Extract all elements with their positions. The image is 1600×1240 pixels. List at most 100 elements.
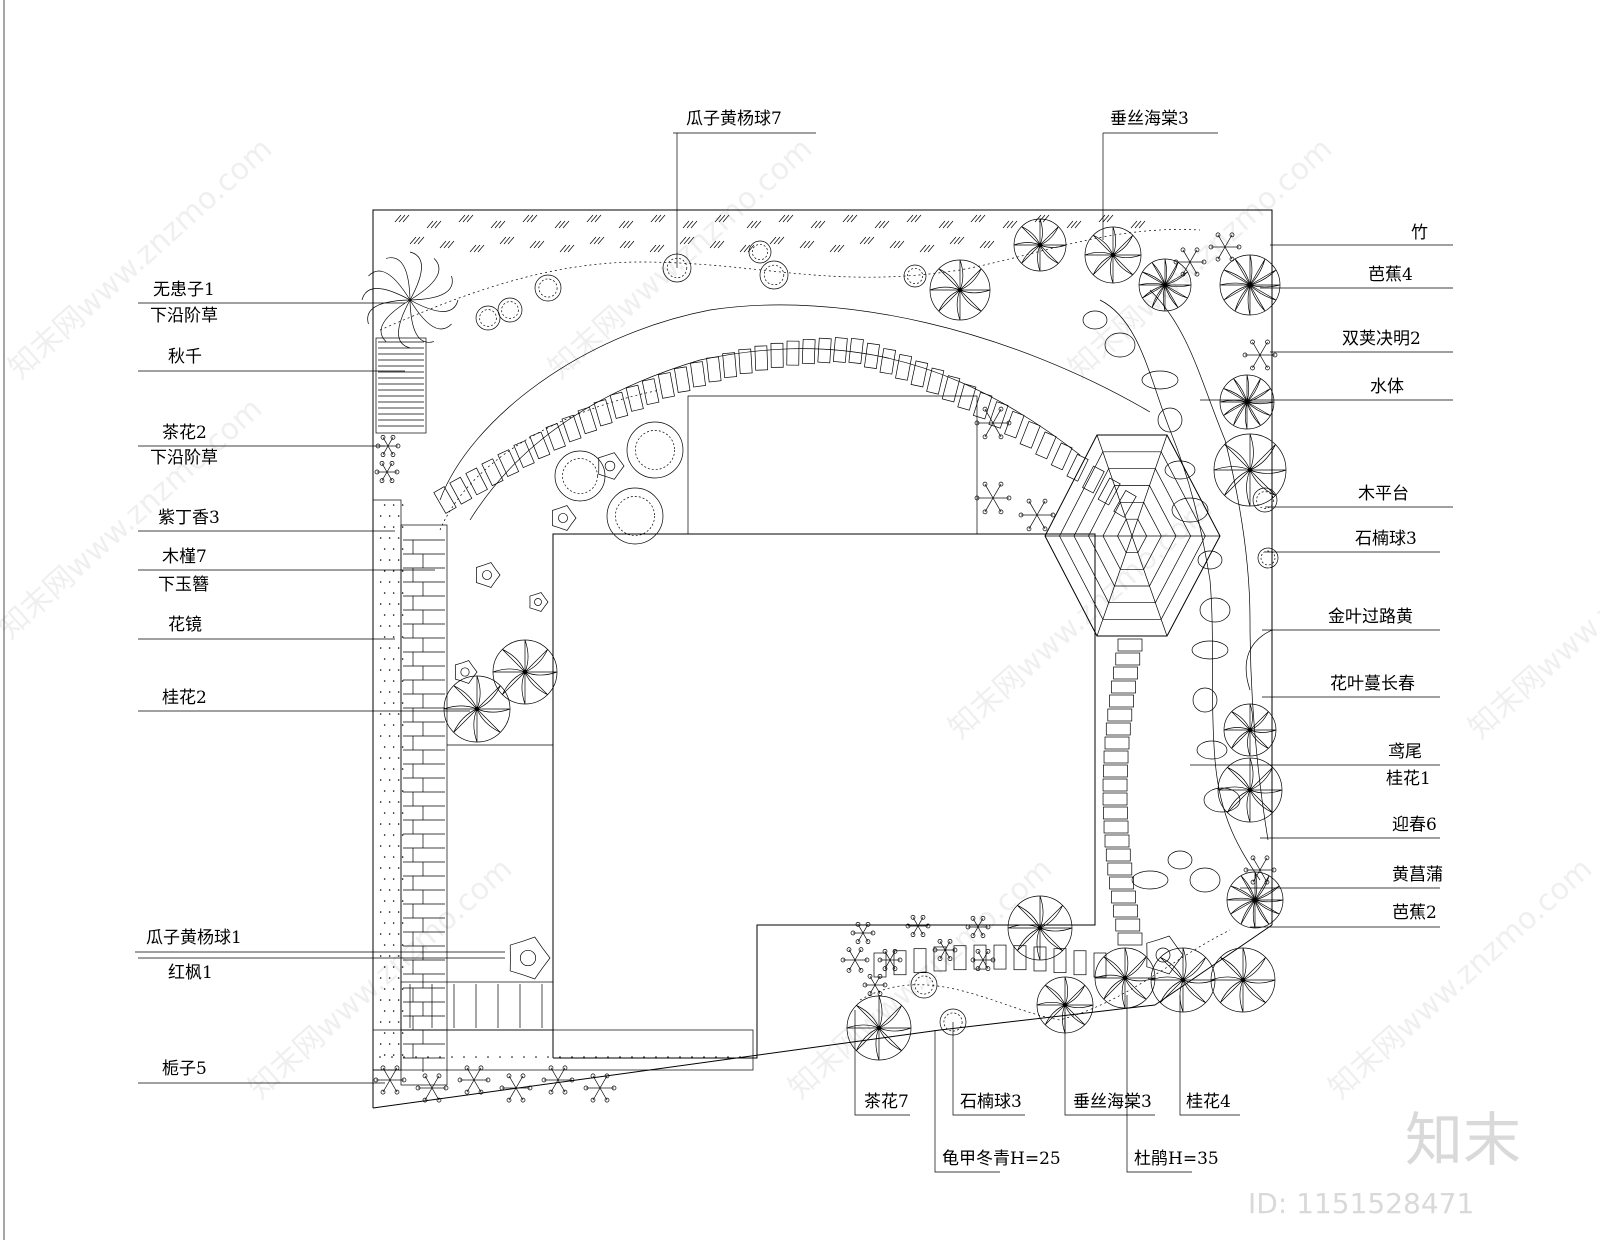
tree-symbol xyxy=(492,639,558,705)
site-boundary xyxy=(372,209,1273,1109)
diagonal-watermark: 知末网www.znzmo.com xyxy=(1062,131,1339,386)
label-bottom-4: 龟甲冬青H=25 xyxy=(942,1149,1061,1169)
label-left-0: 无患子1 xyxy=(153,280,215,300)
flower-symbol xyxy=(1018,498,1056,532)
flower-symbol xyxy=(877,948,903,972)
label-left-5: 紫丁香3 xyxy=(158,508,220,528)
tree-symbol xyxy=(1219,254,1281,316)
groundcover-symbol xyxy=(394,214,410,223)
label-bottom-0: 茶花7 xyxy=(864,1092,909,1112)
shrub-symbol xyxy=(454,660,478,684)
plants xyxy=(361,214,1287,1103)
label-bottom-3: 桂花4 xyxy=(1186,1092,1231,1112)
paving-pattern xyxy=(403,539,543,1072)
label-right-4: 木平台 xyxy=(1358,484,1409,504)
diagonal-watermark: 知末网www.znzmo.com xyxy=(1322,851,1599,1106)
flower-symbol xyxy=(457,1065,491,1095)
groundcover-symbol xyxy=(679,236,695,245)
groundcover-symbol xyxy=(778,214,794,223)
label-right-0: 竹 xyxy=(1411,223,1428,243)
left-paving xyxy=(372,499,754,1086)
tree-symbol xyxy=(1138,258,1192,312)
groundcover-symbol xyxy=(586,214,602,223)
groundcover-symbol xyxy=(499,236,515,245)
label-right-9: 桂花1 xyxy=(1386,769,1431,789)
shrub-symbol xyxy=(509,936,551,980)
label-left-12: 栀子5 xyxy=(162,1059,207,1079)
flower-symbol xyxy=(862,973,888,997)
tree-symbol xyxy=(1084,226,1142,284)
groundcover-symbol xyxy=(810,220,826,229)
stepping-stones xyxy=(433,337,1137,518)
groundcover-symbol xyxy=(1098,214,1114,223)
tree-symbol xyxy=(1213,433,1287,507)
label-right-3: 水体 xyxy=(1370,377,1404,397)
groundcover-symbol xyxy=(919,244,935,253)
lawn-edge xyxy=(859,929,1231,1021)
flower-symbol xyxy=(974,406,1012,440)
right-labels: 竹 芭蕉4 双荚决明2 水体 木平台 石楠球3 金叶过路黄 花叶蔓长春 鸢尾 桂… xyxy=(1328,223,1443,923)
tree-symbol xyxy=(1226,871,1284,929)
groundcover-symbol xyxy=(619,240,635,249)
groundcover-symbol xyxy=(682,220,698,229)
watermark-id: ID: 1151528471 xyxy=(1248,1187,1474,1220)
label-left-6: 木槿7 xyxy=(162,547,207,567)
tree-symbol xyxy=(1219,374,1275,430)
flower-symbol xyxy=(1173,247,1207,277)
groundcover-symbol xyxy=(469,244,485,253)
groundcover-symbol xyxy=(979,240,995,249)
groundcover-symbol xyxy=(829,244,845,253)
left-labels: 无患子1 下沿阶草 秋千 茶花2 下沿阶草 紫丁香3 木槿7 下玉簪 花镜 桂花… xyxy=(146,280,242,1079)
groundcover-symbol xyxy=(1034,214,1050,223)
flower-border-stipple xyxy=(379,504,741,1058)
label-left-1: 下沿阶草 xyxy=(150,306,218,326)
groundcover-symbol xyxy=(589,236,605,245)
groundcover-symbol xyxy=(842,214,858,223)
label-left-10: 瓜子黄杨球1 xyxy=(146,928,242,948)
shrub-ball-symbol xyxy=(1257,547,1279,569)
building-footprint xyxy=(447,395,1096,1059)
label-left-7: 下玉簪 xyxy=(158,575,209,595)
shrub-ball-symbol xyxy=(903,264,927,288)
label-right-8: 鸢尾 xyxy=(1388,742,1422,762)
groundcover-symbol xyxy=(739,244,755,253)
shrub-ball-symbol xyxy=(910,971,938,999)
shrub-symbol xyxy=(552,505,577,531)
shrub-ball-symbol xyxy=(497,297,523,323)
groundcover-symbol xyxy=(1002,220,1018,229)
label-top-0: 瓜子黄杨球7 xyxy=(686,109,782,129)
shrub-symbol xyxy=(1146,935,1184,975)
label-left-2: 秋千 xyxy=(168,347,202,367)
groundcover-symbol xyxy=(618,220,634,229)
shrub-symbol xyxy=(598,452,625,480)
label-bottom-1: 石楠球3 xyxy=(960,1092,1022,1112)
label-right-10: 迎春6 xyxy=(1392,815,1437,835)
tree-symbol xyxy=(1210,947,1276,1013)
flower-symbol xyxy=(974,481,1012,515)
groundcover-symbol xyxy=(522,214,538,223)
flower-symbol xyxy=(583,1073,617,1103)
diagonal-watermark: 知末网www.znzmo.com xyxy=(1462,491,1600,746)
tree-symbol xyxy=(1223,703,1277,757)
stepping-stones xyxy=(1102,638,1143,946)
tree-symbol xyxy=(1013,218,1067,272)
shrub-ball-symbol xyxy=(606,487,664,545)
groundcover-symbol xyxy=(709,240,725,249)
groundcover-symbol xyxy=(649,244,665,253)
label-left-11: 红枫1 xyxy=(168,963,213,983)
groundcover-symbol xyxy=(889,240,905,249)
water-body xyxy=(1082,289,1273,893)
shrub-symbol xyxy=(476,562,501,588)
groundcover-symbol xyxy=(938,220,954,229)
groundcover-symbol xyxy=(874,220,890,229)
diagonal-watermark: 知末网www.znzmo.com xyxy=(2,131,279,386)
groundcover-symbol xyxy=(650,214,666,223)
label-left-8: 花镜 xyxy=(168,615,202,635)
label-right-7: 花叶蔓长春 xyxy=(1330,674,1415,694)
groundcover-symbol xyxy=(1066,220,1082,229)
shrub-ball-symbol xyxy=(626,421,684,479)
groundcover-symbol xyxy=(529,240,545,249)
diagonal-watermark: 知末网www.znzmo.com xyxy=(782,851,1059,1106)
label-right-11: 黄菖蒲 xyxy=(1392,865,1443,885)
groundcover-symbol xyxy=(970,214,986,223)
